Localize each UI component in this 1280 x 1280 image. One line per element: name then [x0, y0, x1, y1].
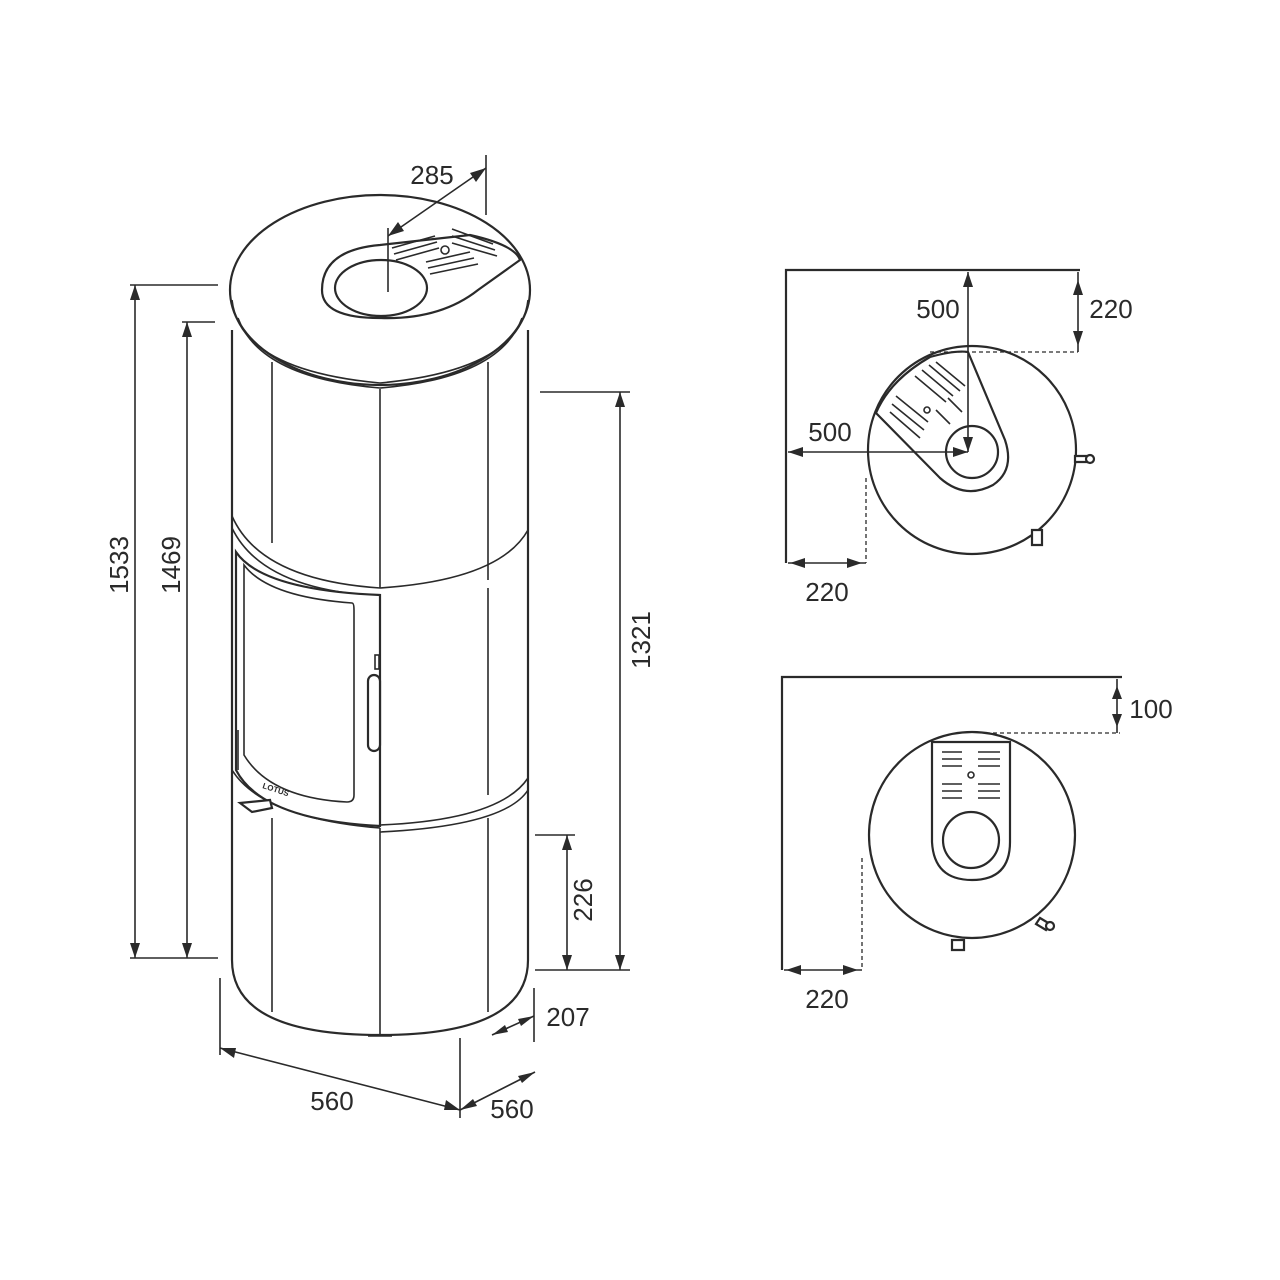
top-grille	[391, 228, 498, 275]
lever-plan-2	[950, 938, 966, 952]
plan-view-corner: 100 220	[780, 675, 1173, 1014]
dim-depth: 560	[490, 1094, 533, 1124]
plan-view-rear-outlet: 500 500 220 220	[784, 268, 1133, 607]
lever-plan-1	[1030, 528, 1044, 547]
dim-total-height: 1533	[104, 536, 134, 594]
dim-rear-clearance-1: 220	[1089, 294, 1132, 324]
dim-width: 560	[310, 1086, 353, 1116]
band-lower	[379, 777, 529, 826]
front-dimensions: 1533 1469 1321 226 285 207	[104, 155, 656, 1124]
top-rim-inner	[237, 317, 523, 389]
dim-line-width	[219, 1047, 461, 1111]
door-hinge-top	[374, 654, 380, 670]
wall-corner-2	[780, 675, 1122, 970]
stove-door[interactable]	[234, 548, 382, 828]
dim-side-clearance-1: 220	[805, 577, 848, 607]
flue-outlet-plan-2	[941, 810, 1001, 870]
door-glass	[243, 562, 355, 803]
dim-ash-height: 226	[568, 878, 598, 921]
band-upper	[231, 515, 529, 589]
air-control-lever[interactable]	[237, 798, 274, 814]
grille-plan-1	[889, 361, 966, 439]
dim-wall-distance-side: 500	[808, 417, 851, 447]
stove-front-view: LOTUS	[228, 193, 532, 1037]
door-handle[interactable]	[366, 673, 382, 753]
dim-rear-clearance-2: 100	[1129, 694, 1172, 724]
dim-side-depth: 207	[546, 1002, 589, 1032]
dim-side-clearance-2: 220	[805, 984, 848, 1014]
wall-corner-1	[784, 268, 1080, 563]
dim-wall-distance-top: 500	[916, 294, 959, 324]
dim-top-outlet: 285	[410, 160, 453, 190]
flue-outlet	[333, 258, 429, 318]
dim-body-height: 1469	[156, 536, 186, 594]
dim-line-top-outlet	[387, 167, 487, 237]
dim-flue-height: 1321	[626, 611, 656, 669]
grille-plan-2	[942, 751, 1000, 799]
band-lower-inner	[379, 789, 529, 833]
